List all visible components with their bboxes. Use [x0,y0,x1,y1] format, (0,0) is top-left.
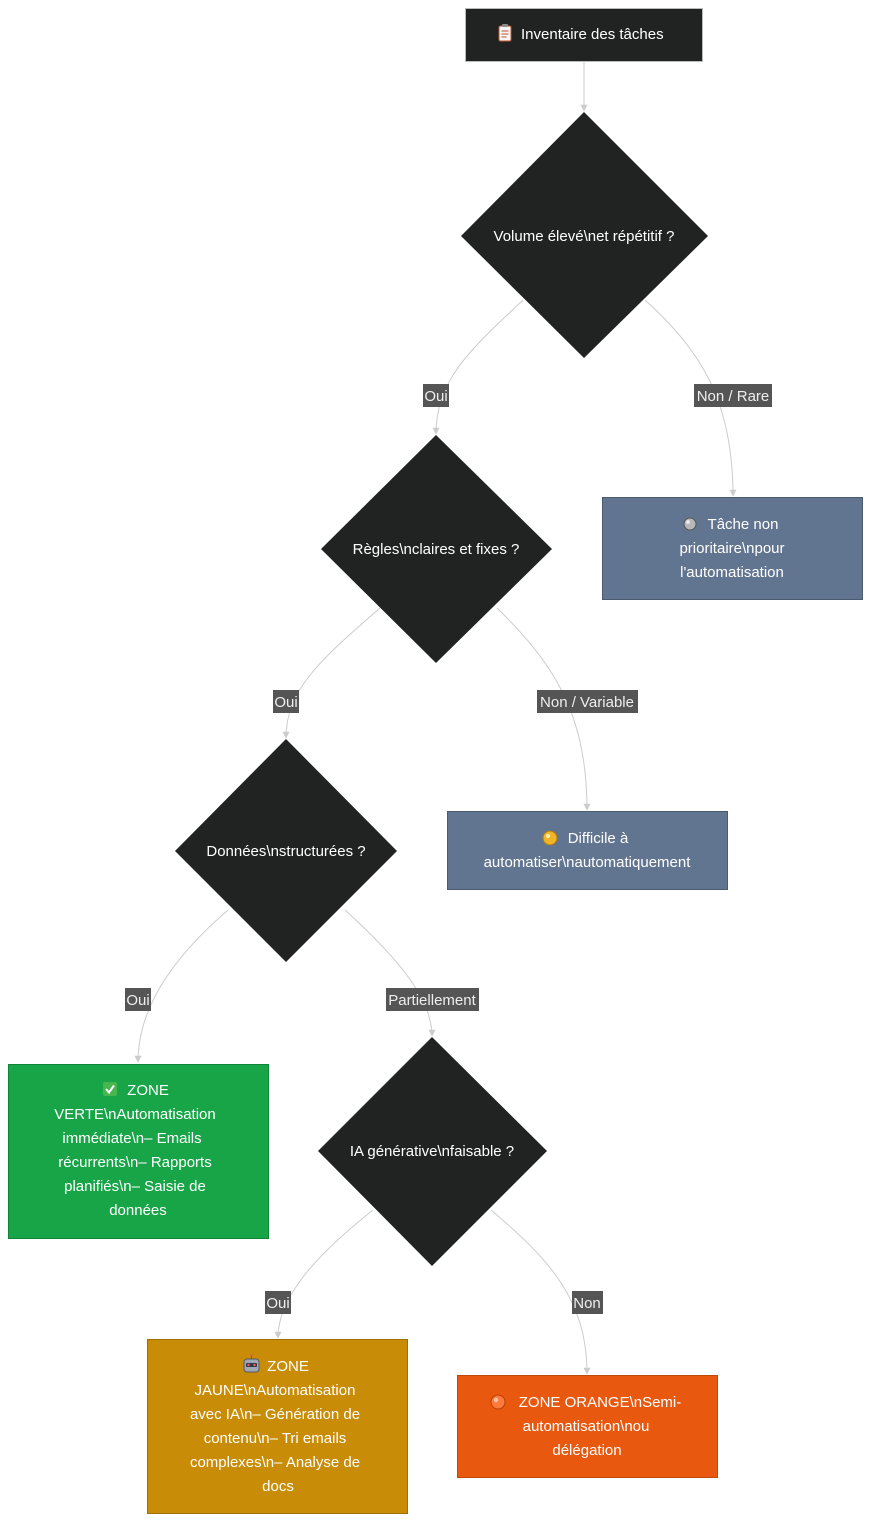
edge-ia-non [490,1209,591,1375]
result-non-prioritaire: Tâche non prioritaire\npour l'automatisa… [602,497,863,600]
difficile-line-2: automatiser\nautomatiquement [484,854,692,871]
yellow-circle-icon [542,830,558,846]
zone-verte-box [8,1064,269,1239]
grey-circle-icon [683,517,697,531]
svg-text:Partiellement: Partiellement [388,992,476,1009]
decision-regles-shape [321,435,552,663]
edge-donnees-partiel [344,909,436,1037]
orange-circle-icon [490,1394,506,1410]
result-zone-jaune: ZONE JAUNE\nAutomatisation avec IA\n– Gé… [147,1339,408,1514]
svg-text:Oui: Oui [126,992,149,1009]
non-prioritaire-line-3: l'automatisation [680,564,784,581]
edge-regles-oui [282,607,381,739]
difficile-box [447,811,728,890]
decision-donnees-label: Données\nstructurées ? [206,843,365,860]
non-prioritaire-box [602,497,863,600]
edge-volume-oui [432,299,524,435]
decision-ia-shape [318,1037,547,1266]
svg-text:Non: Non [573,1295,601,1312]
result-zone-verte: ZONE VERTE\nAutomatisation immédiate\n– … [8,1064,269,1239]
zone-jaune-line-1: ZONE [267,1358,309,1375]
decision-donnees-shape [175,739,397,962]
node-start: Inventaire des tâches [465,8,703,62]
svg-text:Oui: Oui [274,694,297,711]
edge-label-regles-oui: Oui [273,690,299,713]
difficile-line-1: Difficile à [568,830,629,847]
edge-labels: Oui Non / Rare Oui Non / Variable Oui Pa… [125,384,772,1314]
svg-text:Non / Variable: Non / Variable [540,694,634,711]
edge-label-volume-oui: Oui [423,384,449,407]
zone-orange-line-3: délégation [552,1442,621,1459]
edge-label-donnees-partiel: Partiellement [386,988,479,1011]
zone-verte-line-6: données [109,1202,167,1219]
zone-verte-line-3: immédiate\n– Emails [62,1130,201,1147]
zone-orange-line-1: ZONE ORANGE\nSemi- [519,1394,682,1411]
decision-donnees: Données\nstructurées ? [175,739,397,962]
non-prioritaire-line-2: prioritaire\npour [679,540,784,557]
check-mark-icon [103,1082,117,1096]
svg-text:Non / Rare: Non / Rare [697,388,770,405]
zone-jaune-line-2: JAUNE\nAutomatisation [195,1382,356,1399]
edge-label-ia-oui: Oui [265,1291,291,1314]
zone-jaune-line-3: avec IA\n– Génération de [190,1406,360,1423]
edge-label-regles-non: Non / Variable [537,690,638,713]
clipboard-icon [498,24,512,42]
svg-text:Oui: Oui [266,1295,289,1312]
decision-regles: Règles\nclaires et fixes ? [321,435,552,663]
zone-jaune-line-6: docs [262,1478,294,1495]
edge-volume-non [644,299,737,497]
zone-jaune-box [147,1339,408,1514]
result-difficile: Difficile à automatiser\nautomatiquement [447,811,728,890]
zone-verte-line-5: planifiés\n– Saisie de [64,1178,206,1195]
edge-donnees-oui [134,909,229,1063]
robot-icon [243,1354,260,1373]
edge-label-donnees-oui: Oui [125,988,151,1011]
decision-volume-shape [461,112,708,358]
decision-ia: IA générative\nfaisable ? [318,1037,547,1266]
edge-ia-oui [274,1209,374,1339]
zone-orange-box [457,1375,718,1478]
non-prioritaire-line-1: Tâche non [708,516,779,533]
decision-regles-label: Règles\nclaires et fixes ? [353,541,520,558]
start-label: Inventaire des tâches [521,26,664,43]
result-zone-orange: ZONE ORANGE\nSemi- automatisation\nou dé… [457,1375,718,1478]
edge-label-ia-non: Non [572,1291,603,1314]
decision-volume-label: Volume élevé\net répétitif ? [494,228,675,245]
zone-verte-line-4: récurrents\n– Rapports [58,1154,211,1171]
zone-jaune-line-5: complexes\n– Analyse de [190,1454,360,1471]
decision-volume: Volume élevé\net répétitif ? [461,112,708,358]
edge-label-volume-non: Non / Rare [694,384,772,407]
zone-verte-line-2: VERTE\nAutomatisation [54,1106,215,1123]
zone-orange-line-2: automatisation\nou [523,1418,650,1435]
decision-ia-label: IA générative\nfaisable ? [350,1143,514,1160]
zone-jaune-line-4: contenu\n– Tri emails [204,1430,347,1447]
svg-text:Oui: Oui [424,388,447,405]
zone-verte-line-1: ZONE [127,1082,169,1099]
